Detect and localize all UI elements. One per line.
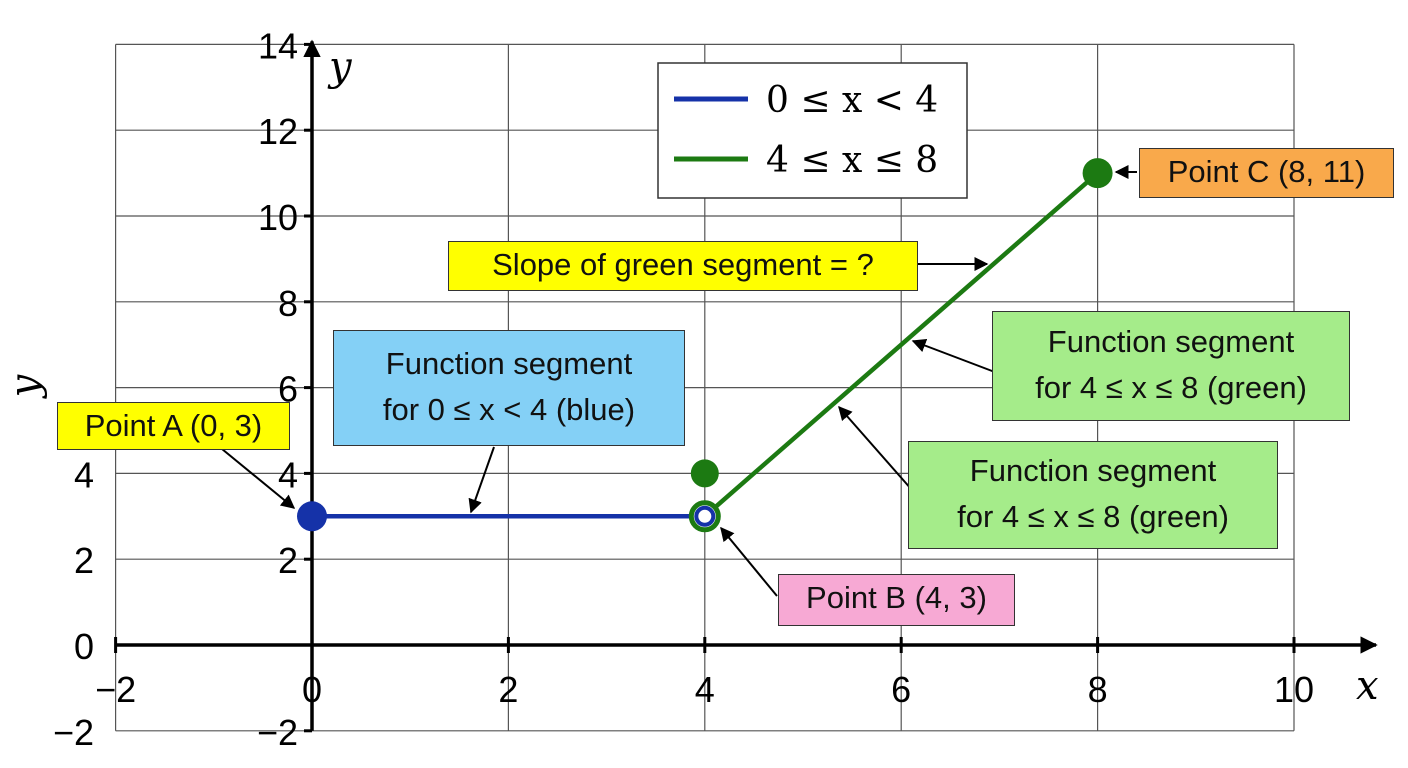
closed-point-marker <box>297 501 327 532</box>
series-line <box>703 171 1100 518</box>
blue-segment-label-line-2: for 0 ≤ x < 4 (blue) <box>382 392 636 427</box>
x-tick-label: 0 <box>302 669 322 710</box>
y-axis-title-left: y <box>2 373 48 399</box>
legend: 0 ≤ x < 4 4 ≤ x ≤ 8 <box>657 62 968 199</box>
closed-point-marker <box>1082 158 1113 189</box>
x-tick-label: −2 <box>95 669 136 710</box>
annotation-arrow <box>468 446 495 514</box>
blue-segment-label: Function segment for 0 ≤ x < 4 (blue) <box>333 330 685 446</box>
y-tick-label: −2 <box>257 712 298 753</box>
y-tick-label-left: 0 <box>74 626 94 667</box>
y-tick-label: 14 <box>258 25 298 66</box>
annotation-arrow <box>221 448 296 509</box>
y-tick-label-left: 4 <box>74 454 94 495</box>
annotation-arrow <box>911 338 1001 375</box>
annotation-arrow <box>720 526 778 597</box>
extra-point-marker <box>690 459 719 488</box>
annotation-arrow <box>838 405 913 491</box>
green-segment-label-1-line-2: for 4 ≤ x ≤ 8 (green) <box>1035 370 1307 405</box>
green-segment-label-2-line-1: Function segment <box>969 453 1217 488</box>
legend-entry-label: 4 ≤ x ≤ 8 <box>766 140 938 181</box>
x-tick-label: 10 <box>1274 669 1314 710</box>
green-segment-label-1-line-1: Function segment <box>1047 324 1295 359</box>
y-tick-label: 6 <box>278 369 298 410</box>
x-tick-label: 6 <box>891 669 911 710</box>
y-tick-label-left: 2 <box>74 540 94 581</box>
open-point-marker-inner <box>694 505 716 527</box>
x-tick-label: 2 <box>498 669 518 710</box>
y-tick-label: 8 <box>278 283 298 324</box>
y-tick-label: 12 <box>258 111 298 152</box>
legend-entry-label: 0 ≤ x < 4 <box>766 80 938 121</box>
green-segment-label-1: Function segment for 4 ≤ x ≤ 8 (green) <box>992 311 1350 421</box>
blue-segment-label-line-1: Function segment <box>385 346 633 381</box>
axes <box>114 39 1378 733</box>
x-axis-title: x <box>1356 663 1379 709</box>
legend-box <box>657 62 968 199</box>
slope-question-label: Slope of green segment = ? <box>448 241 918 291</box>
green-segment-label-2-line-2: for 4 ≤ x ≤ 8 (green) <box>957 499 1229 534</box>
y-axis-title: y <box>327 44 353 90</box>
y-tick-label-left: −2 <box>53 712 94 753</box>
y-tick-label: 2 <box>278 540 298 581</box>
point-c-label: Point C (8, 11) <box>1139 148 1394 198</box>
y-tick-label: 10 <box>258 197 298 238</box>
point-b-label: Point B (4, 3) <box>778 574 1015 626</box>
x-tick-label: 8 <box>1088 669 1108 710</box>
series <box>297 158 1113 533</box>
y-tick-label: 4 <box>278 454 298 495</box>
x-tick-label: 4 <box>695 669 715 710</box>
point-a-label: Point A (0, 3) <box>57 402 290 450</box>
annotation-arrows <box>221 165 1137 597</box>
green-segment-label-2: Function segment for 4 ≤ x ≤ 8 (green) <box>908 441 1278 549</box>
